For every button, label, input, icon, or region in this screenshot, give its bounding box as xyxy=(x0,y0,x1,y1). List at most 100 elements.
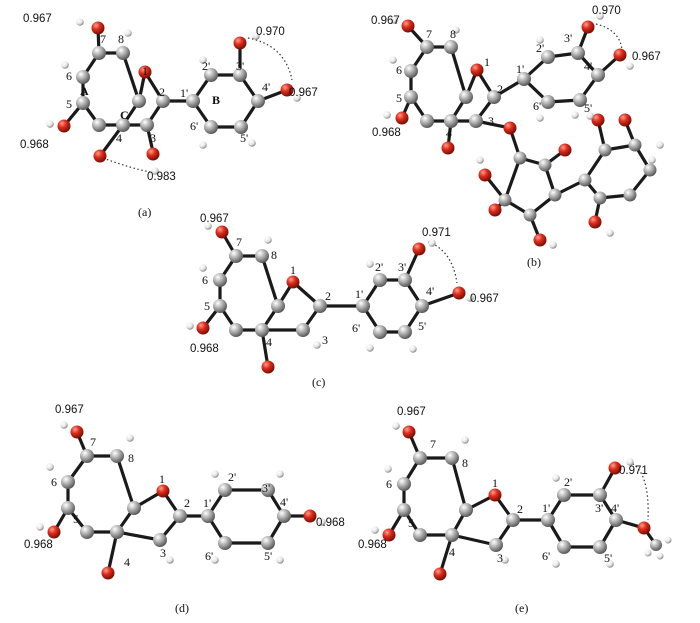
bond-length-value: 0.967 xyxy=(289,87,318,99)
panel-e: 7 8 6 5 1 2 3 4 1' 2' 3' 4' 5' 6' 0.967 … xyxy=(358,406,672,615)
ring-label-b: B xyxy=(212,93,220,107)
atom-label: 2 xyxy=(517,502,523,516)
bond-length-value: 0.968 xyxy=(20,139,49,151)
atom-label: 7 xyxy=(430,437,436,451)
atom-label: 5 xyxy=(408,516,414,530)
panel-caption: (e) xyxy=(515,601,528,615)
bond-length-value: 0.967 xyxy=(371,15,400,27)
atom-label: 5' xyxy=(418,319,426,333)
bond-length-value: 0.967 xyxy=(632,51,661,63)
atom-label: 6' xyxy=(190,119,198,133)
atom-label: 1 xyxy=(142,64,148,78)
atom-label: 1' xyxy=(542,501,550,515)
bond-length-value: 0.970 xyxy=(256,26,285,38)
panel-d-labels: 7 8 6 5 1 2 3 4 1' 2' 3' 4' 5' 6' 0.967 … xyxy=(24,404,345,615)
atom-label: 1' xyxy=(180,86,188,100)
atom-label: 1' xyxy=(516,62,524,76)
atom-label: 4 xyxy=(116,131,122,145)
atom-label: 5 xyxy=(204,299,210,313)
atom-label: 4' xyxy=(426,284,434,298)
atom-label: 1 xyxy=(492,476,498,490)
bond-length-value: 0.967 xyxy=(470,293,499,305)
panel-c-labels: 7 8 6 5 1 2 3 4 1' 2' 3' 4' 5' 6' 0.967 … xyxy=(190,213,499,389)
panel-caption: (d) xyxy=(175,601,189,615)
atom-label: 2' xyxy=(228,470,236,484)
atom-label: 6' xyxy=(205,549,213,563)
panel-a-hbonds xyxy=(102,37,293,173)
panel-b-bonds xyxy=(400,24,652,242)
atom-label: 1 xyxy=(484,55,490,69)
atom-label: 1 xyxy=(290,263,296,277)
atom-label: 3 xyxy=(322,333,328,347)
atom-label: 5 xyxy=(396,91,402,105)
atom-label: 5' xyxy=(584,101,592,115)
panel-caption: (b) xyxy=(527,255,541,269)
atom-label: 2 xyxy=(497,82,503,96)
panel-b-atoms xyxy=(383,12,664,249)
ring-label-a: A xyxy=(80,84,89,98)
panel-d-atoms xyxy=(36,421,326,580)
atom-label: 6 xyxy=(386,477,392,491)
atom-label: 7 xyxy=(90,435,96,449)
atom-label: 3' xyxy=(236,59,244,73)
bond-length-value: 0.983 xyxy=(147,171,176,183)
atom-label: 7 xyxy=(426,27,432,41)
panel-a-labels: A C B 7 8 6 5 1 2 3 4 1' 2' 3' 4' 5' 6' … xyxy=(20,13,318,219)
panel-a: A C B 7 8 6 5 1 2 3 4 1' 2' 3' 4' 5' 6' … xyxy=(20,13,318,219)
atom-label: 4' xyxy=(262,80,270,94)
atom-label: 8 xyxy=(462,456,468,470)
panel-e-labels: 7 8 6 5 1 2 3 4 1' 2' 3' 4' 5' 6' 0.967 … xyxy=(358,406,648,615)
atom-label: 3 xyxy=(160,546,166,560)
atom-label: 8 xyxy=(128,451,134,465)
atom-label: 3 xyxy=(497,551,503,565)
atom-label: 2 xyxy=(325,289,331,303)
atom-label: 6 xyxy=(51,475,57,489)
bond-length-value: 0.971 xyxy=(422,227,451,239)
panel-c-hbonds xyxy=(427,241,458,284)
panel-c: 7 8 6 5 1 2 3 4 1' 2' 3' 4' 5' 6' 0.967 … xyxy=(186,213,499,389)
atom-label: 4 xyxy=(449,545,455,559)
atom-label: 7 xyxy=(236,235,242,249)
atom-label: 6 xyxy=(396,63,402,77)
panel-caption: (c) xyxy=(312,375,325,389)
ring-label-c: C xyxy=(120,108,129,122)
atom-label: 6' xyxy=(533,99,541,113)
bond-length-value: 0.970 xyxy=(592,5,621,17)
bond-length-value: 0.968 xyxy=(358,539,387,551)
atom-label: 6 xyxy=(202,273,208,287)
atom-label: 6' xyxy=(352,321,360,335)
atom-label: 3 xyxy=(488,114,494,128)
panel-b-hbonds xyxy=(595,23,623,51)
panel-caption: (a) xyxy=(138,205,151,219)
atom-label: 2' xyxy=(375,260,383,274)
atom-label: 3' xyxy=(564,31,572,45)
atom-label: 1' xyxy=(355,287,363,301)
atom-label: 2' xyxy=(202,59,210,73)
bond-length-value: 0.971 xyxy=(619,465,648,477)
atom-label: 3' xyxy=(595,501,603,515)
atom-label: 4' xyxy=(611,501,619,515)
bond-length-value: 0.968 xyxy=(190,343,219,355)
panel-a-atoms xyxy=(46,18,301,175)
bond-length-value: 0.968 xyxy=(24,539,53,551)
bond-length-value: 0.967 xyxy=(397,406,426,418)
atom-label: 2 xyxy=(184,496,190,510)
panel-e-atoms xyxy=(371,422,672,581)
panel-d: 7 8 6 5 1 2 3 4 1' 2' 3' 4' 5' 6' 0.967 … xyxy=(24,404,345,615)
atom-label: 4 xyxy=(266,335,272,349)
atom-label: 5 xyxy=(66,97,72,111)
atom-label: 8 xyxy=(271,248,277,262)
atom-label: 1' xyxy=(203,496,211,510)
panel-c-atoms xyxy=(186,222,474,374)
atom-label: 3 xyxy=(150,131,156,145)
atom-label: 7 xyxy=(100,32,106,46)
atom-label: 1 xyxy=(159,472,165,486)
bond-length-value: 0.968 xyxy=(372,127,401,139)
bond-length-value: 0.967 xyxy=(200,213,229,225)
panel-b-labels: 7 8 6 5 1 2 3 4 1' 2' 3' 4' 5' 6' 0.967 … xyxy=(371,5,661,269)
atom-label: 5 xyxy=(73,512,79,526)
atom-label: 5' xyxy=(240,131,248,145)
bond-length-value: 0.967 xyxy=(55,404,84,416)
